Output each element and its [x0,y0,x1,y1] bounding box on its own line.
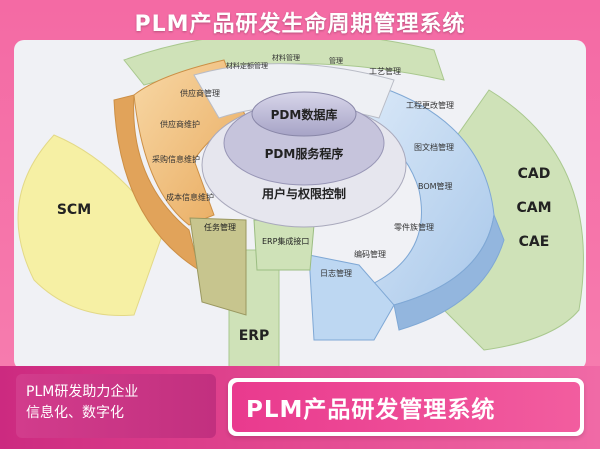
task-mgmt-label: 任务管理 [204,222,236,232]
erp-interface-label: ERP集成接口 [262,236,309,246]
scm-lobe [17,134,165,317]
plm-architecture-diagram: PDM数据库 PDM服务程序 用户与权限控制 材料定额管理 材料管理 管理 工艺… [17,40,584,370]
core-ring2: PDM服务程序 [265,146,344,161]
orange-item-3: 成本信息维护 [166,192,214,202]
page-title: PLM产品研发生命周期管理系统 [134,12,466,37]
top-item-2: 管理 [329,56,343,65]
scm-outer-label: SCM [57,202,91,218]
orange-item-1: 供应商维护 [160,119,200,129]
orange-item-0: 供应商管理 [180,88,220,98]
erp-outer-label: ERP [239,328,270,344]
task-mgmt-block [189,217,247,316]
top-item-3: 工艺管理 [369,66,401,76]
blue-bottom [308,254,395,341]
blue-item-3: 零件族管理 [394,222,434,232]
banner-left-line2: 信息化、数字化 [26,405,124,421]
core-center: PDM数据库 [271,107,338,122]
cad-item-1: CAM [516,200,551,216]
top-item-0: 材料定额管理 [226,61,268,70]
blue-item-4: 编码管理 [354,249,386,259]
core-ring3: 用户与权限控制 [261,186,346,201]
blue-ring-lower [393,213,505,331]
ring1 [251,91,357,137]
cad-item-0: CAD [518,166,551,182]
banner-left-line1: PLM研发助力企业 [26,384,139,400]
blue-item-0: 工程更改管理 [406,100,454,110]
banner-right-box: PLM产品研发管理系统 [228,378,584,436]
blue-item-2: BOM管理 [418,181,453,191]
blue-item-1: 图文档管理 [414,142,454,152]
orange-item-2: 采购信息维护 [152,154,200,164]
top-item-1: 材料管理 [272,53,300,62]
diagram-panel: PDM数据库 PDM服务程序 用户与权限控制 材料定额管理 材料管理 管理 工艺… [14,40,586,370]
banner-left-box: PLM研发助力企业 信息化、数字化 [16,374,216,438]
cad-item-2: CAE [519,234,550,250]
blue-item-5: 日志管理 [320,268,352,278]
banner-right-title: PLM产品研发管理系统 [232,382,580,432]
